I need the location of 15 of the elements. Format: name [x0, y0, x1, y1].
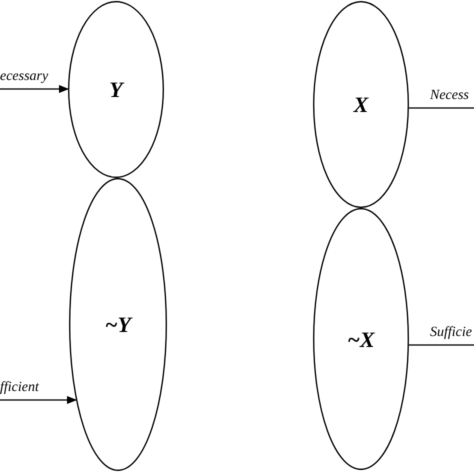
- ellipse: [68, 1, 164, 178]
- variable-label: ~X: [347, 326, 375, 354]
- ellipse: [69, 178, 167, 471]
- ellipse: [313, 208, 409, 470]
- variable-label: X: [354, 91, 368, 119]
- edge-label: fficient: [0, 381, 39, 395]
- line: [408, 107, 474, 109]
- variable-label: Y: [109, 76, 123, 104]
- arrow: [0, 85, 69, 93]
- edge-label: ecessary: [0, 70, 48, 84]
- edge-label: Sufficie: [430, 326, 472, 340]
- ellipse: [313, 1, 409, 208]
- arrow: [0, 396, 77, 404]
- line: [408, 344, 474, 346]
- variable-label: ~Y: [105, 311, 131, 339]
